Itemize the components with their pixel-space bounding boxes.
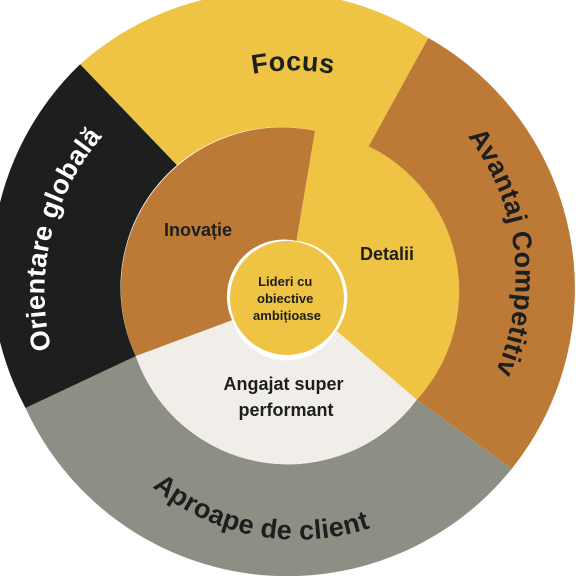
inner-label-detalii: Detalii bbox=[360, 244, 414, 264]
inner-label-angajat-super-performant: Angajat super performant bbox=[223, 374, 348, 420]
inner-sector-detalii bbox=[296, 130, 460, 400]
center-circle bbox=[230, 241, 344, 355]
outer-sector-focus bbox=[80, 0, 429, 166]
outer-label-focus: Focus bbox=[249, 46, 337, 79]
inner-label-inovatie: Inovație bbox=[164, 220, 232, 240]
outer-sector-orientare-globala bbox=[0, 64, 177, 408]
center-label: Lideri cu obiective ambițioase bbox=[253, 274, 321, 323]
inner-sector-inovatie bbox=[120, 127, 316, 357]
inner-sector-angajat-super-performant bbox=[135, 320, 417, 465]
outer-sector-avantaj-competitiv bbox=[365, 37, 575, 469]
outer-sector-aproape-de-client bbox=[25, 356, 512, 576]
